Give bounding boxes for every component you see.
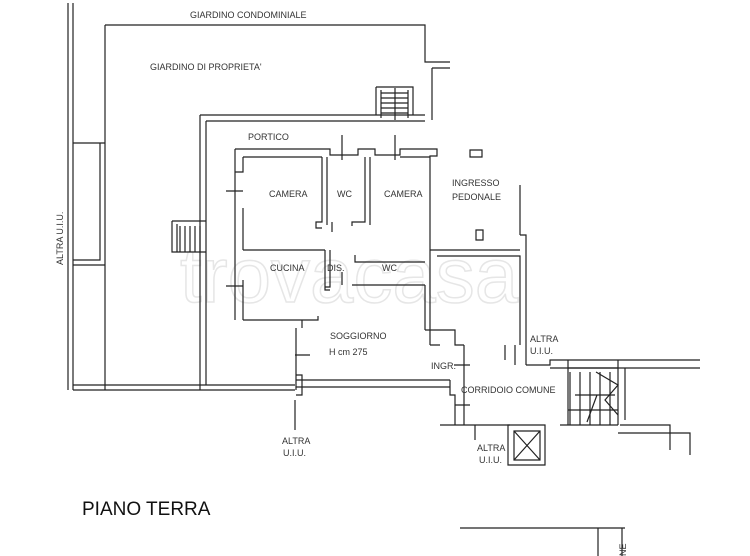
label-ingresso: INGRESSO [452,178,500,188]
label-soggiorno: SOGGIORNO [330,331,387,341]
label-height: H cm 275 [329,347,368,357]
label-dis: DIS. [327,263,345,273]
label-altra-right-2: U.I.U. [530,346,553,356]
room-labels: GIARDINO CONDOMINIALE GIARDINO DI PROPRI… [55,10,628,556]
label-bottom-cut: NE [618,543,628,556]
label-ingr: INGR. [431,361,456,371]
watermark: trovacasa [180,231,519,319]
label-wc-1: WC [337,189,352,199]
label-wc-2: WC [382,263,397,273]
label-portico: PORTICO [248,132,289,142]
label-corridoio-comune: CORRIDOIO COMUNE [461,385,556,395]
label-altra-mid-1: ALTRA [477,443,505,453]
walls [67,3,700,556]
label-giardino-proprieta: GIARDINO DI PROPRIETA' [150,62,262,72]
label-giardino-condominiale: GIARDINO CONDOMINIALE [190,10,307,20]
plan-title: PIANO TERRA [82,499,211,520]
label-pedonale: PEDONALE [452,192,501,202]
label-camera-2: CAMERA [384,189,423,199]
label-cucina: CUCINA [270,263,305,273]
label-altra-left: ALTRA U.I.U. [55,212,65,265]
label-altra-bottom-1: ALTRA [282,436,310,446]
label-camera-1: CAMERA [269,189,308,199]
label-altra-bottom-2: U.I.U. [283,448,306,458]
label-altra-right-1: ALTRA [530,334,558,344]
label-altra-mid-2: U.I.U. [479,455,502,465]
